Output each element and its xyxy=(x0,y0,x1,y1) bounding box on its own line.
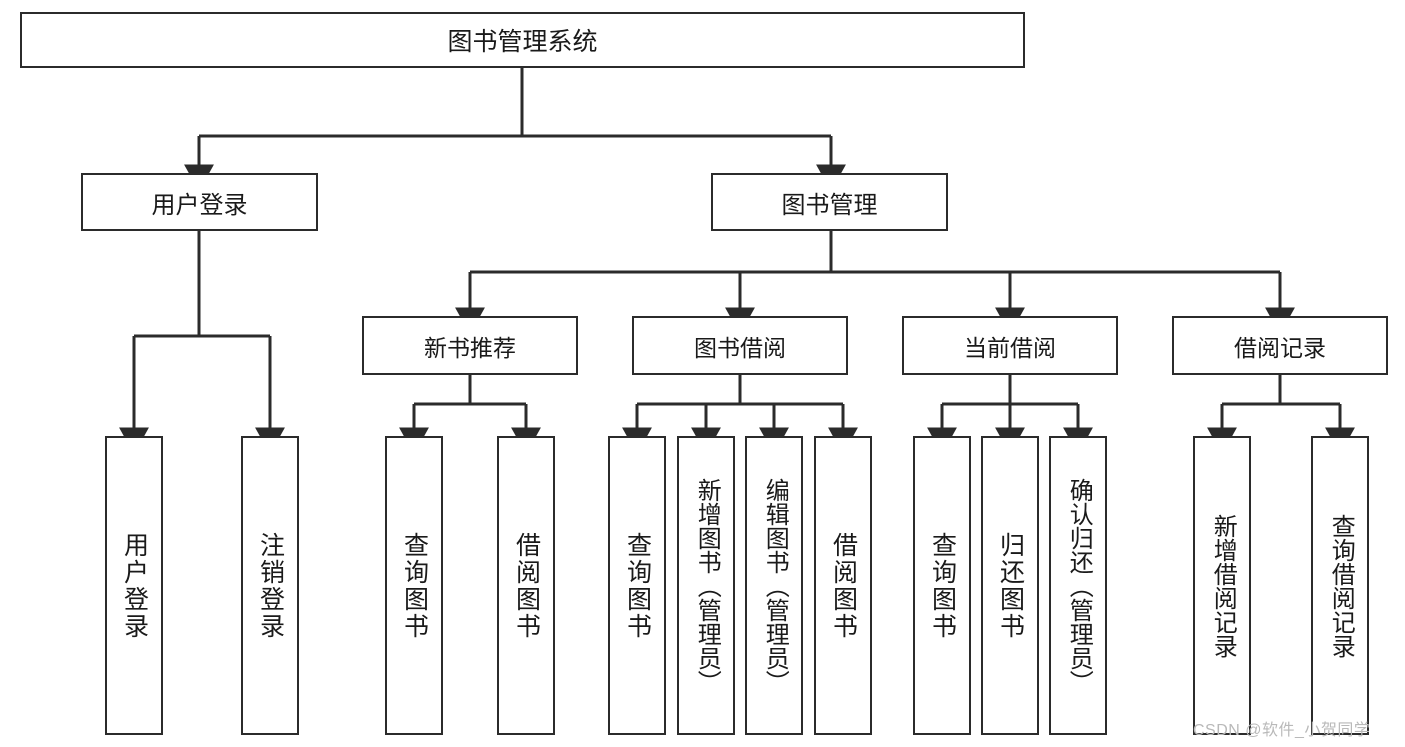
node-borrow-record[interactable]: 借阅记录 xyxy=(1172,316,1388,375)
leaf-query-book-new-recommend[interactable]: 查询图书 xyxy=(385,436,443,735)
leaf-borrow-book-new-recommend[interactable]: 借阅图书 xyxy=(497,436,555,735)
leaf-borrow-book[interactable]: 借阅图书 xyxy=(814,436,872,735)
node-book-management[interactable]: 图书管理 xyxy=(711,173,948,231)
leaf-logout[interactable]: 注销登录 xyxy=(241,436,299,735)
node-new-book-recommend[interactable]: 新书推荐 xyxy=(362,316,578,375)
leaf-query-book-current[interactable]: 查询图书 xyxy=(913,436,971,735)
leaf-add-book-admin[interactable]: 新增图书（管理员） xyxy=(677,436,735,735)
leaf-query-book-borrow[interactable]: 查询图书 xyxy=(608,436,666,735)
node-root-book-management-system[interactable]: 图书管理系统 xyxy=(20,12,1025,68)
leaf-label: 借阅图书 xyxy=(512,531,541,640)
leaf-label: 编辑图书（管理员） xyxy=(761,477,789,694)
node-label: 图书管理系统 xyxy=(447,28,598,56)
leaf-label: 查询图书 xyxy=(623,531,652,640)
node-label: 图书借阅 xyxy=(694,334,786,361)
leaf-query-borrow-record[interactable]: 查询借阅记录 xyxy=(1311,436,1369,735)
leaf-label: 查询图书 xyxy=(400,531,429,640)
node-label: 新书推荐 xyxy=(424,334,516,361)
leaf-label: 借阅图书 xyxy=(829,531,858,640)
leaf-add-borrow-record[interactable]: 新增借阅记录 xyxy=(1193,436,1251,735)
leaf-user-login[interactable]: 用户登录 xyxy=(105,436,163,735)
leaf-label: 归还图书 xyxy=(996,531,1025,640)
node-label: 当前借阅 xyxy=(964,334,1056,361)
leaf-label: 新增图书（管理员） xyxy=(693,477,721,694)
node-label: 图书管理 xyxy=(781,191,878,219)
csdn-watermark: CSDN @软件_小贺同学 xyxy=(1193,722,1371,739)
node-book-borrow[interactable]: 图书借阅 xyxy=(632,316,848,375)
leaf-label: 查询图书 xyxy=(928,531,957,640)
leaf-return-book[interactable]: 归还图书 xyxy=(981,436,1039,735)
leaf-label: 确认归还（管理员） xyxy=(1065,477,1093,694)
node-user-login[interactable]: 用户登录 xyxy=(81,173,318,231)
leaf-label: 查询借阅记录 xyxy=(1327,513,1355,658)
leaf-edit-book-admin[interactable]: 编辑图书（管理员） xyxy=(745,436,803,735)
leaf-label: 注销登录 xyxy=(256,531,285,640)
leaf-confirm-return-admin[interactable]: 确认归还（管理员） xyxy=(1049,436,1107,735)
node-label: 借阅记录 xyxy=(1234,334,1326,361)
leaf-label: 新增借阅记录 xyxy=(1209,513,1237,658)
node-label: 用户登录 xyxy=(151,191,248,219)
leaf-label: 用户登录 xyxy=(120,531,149,640)
node-current-borrow[interactable]: 当前借阅 xyxy=(902,316,1118,375)
